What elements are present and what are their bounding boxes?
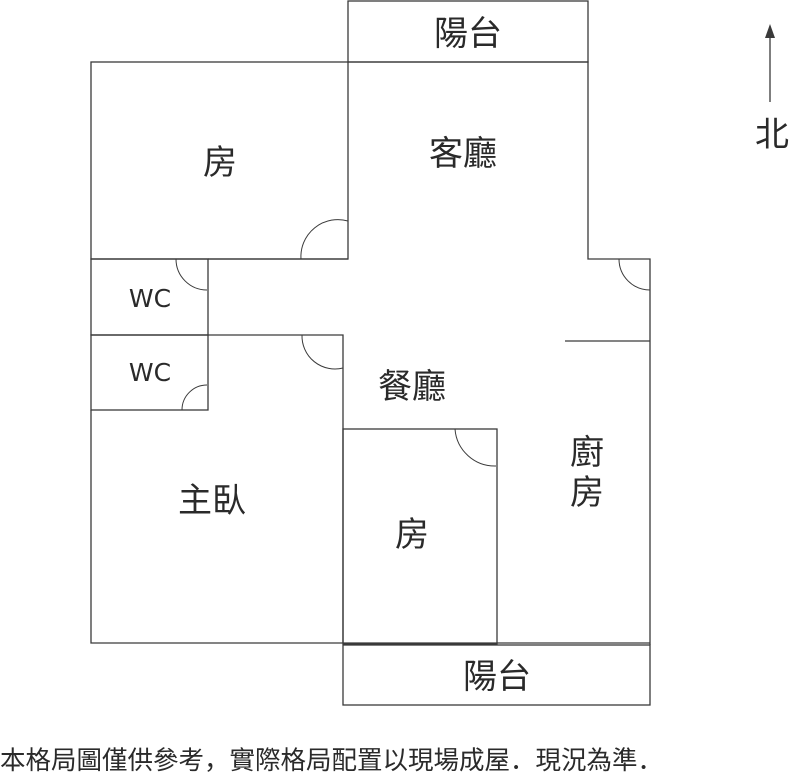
door-bedroom-center [454,428,497,467]
label-bedroom-center: 房 [395,515,429,555]
label-wc-upper: WC [129,284,171,313]
label-living-room: 客廳 [429,134,497,174]
label-bedroom-nw: 房 [203,143,237,183]
north-arrow-head [765,24,775,38]
wc-lower [90,334,209,411]
door-bedroom-nw [300,219,349,260]
door-wc-upper [175,258,208,291]
label-kitchen: 廚房 [570,433,604,513]
label-balcony-top: 陽台 [434,14,502,54]
living-room-walls [348,61,651,645]
label-master-bedroom: 主臥 [178,481,246,521]
label-dining-room: 餐廳 [378,367,446,407]
floor-plan: 陽台 客廳 房 WC WC 餐廳 主臥 房 廚房 陽台 北 [90,0,789,706]
label-north: 北 [755,115,789,155]
disclaimer-note: 本格局圖僅供參考，實際格局配置以現場成屋．現況為準． [0,746,664,776]
door-master-bedroom [301,334,344,370]
door-kitchen [618,258,651,291]
label-kitchen-line: 廚 [570,433,604,473]
balcony-bottom [342,644,651,706]
label-wc-lower: WC [129,358,171,387]
label-kitchen-line: 房 [570,473,604,513]
door-wc-lower [181,384,208,411]
label-balcony-bottom: 陽台 [463,657,531,697]
bedroom-center [342,428,498,645]
